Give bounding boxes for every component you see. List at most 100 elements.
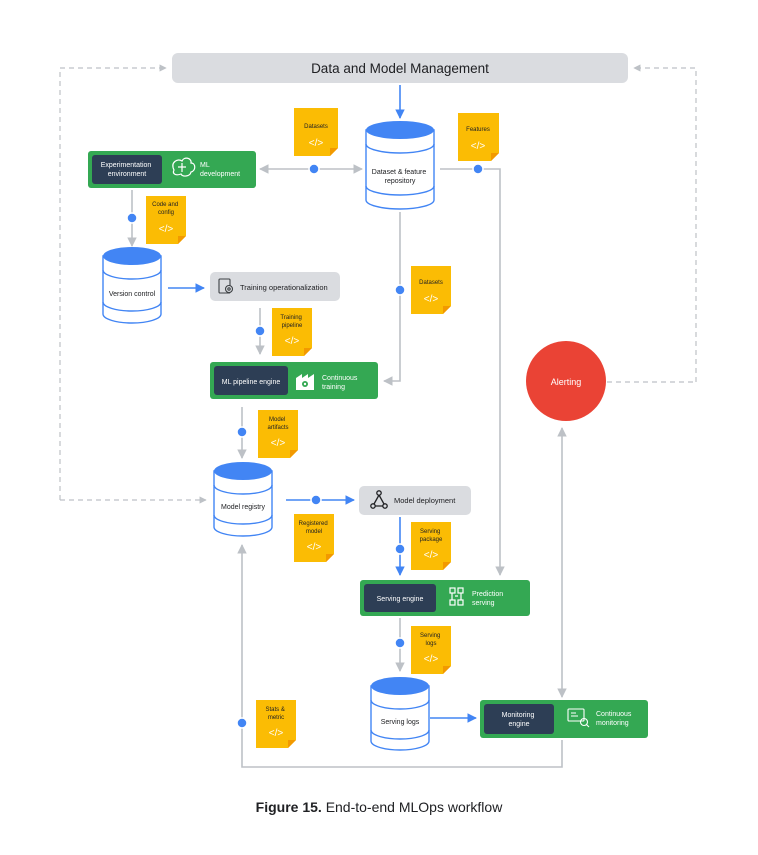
artifact-stats-metric-label-2: metric [268,715,284,721]
data-model-management-banner: Data and Model Management [172,53,628,83]
svg-text:Stats & metric: Stats & metric [265,707,286,721]
svg-text:Training pipeline: Training pipeline [280,315,303,329]
artifact-registered-model-label-2: model [306,529,322,535]
svg-text:Model artifacts: Model artifacts [267,417,288,431]
solid-connectors [127,164,567,768]
continuous-training-block: ML pipeline engine Continuous training [210,362,378,399]
code-icon: </> [159,224,174,235]
serving-logs-db: Serving logs [370,677,430,751]
artifact-datasets-top: Datasets </> [294,108,338,156]
gear-doc-icon [218,278,234,294]
serving-engine-label: Serving engine [377,596,424,603]
ml-pipeline-engine-label: ML pipeline engine [222,379,281,386]
model-registry-db: Model registry [213,462,273,537]
artifact-serving-logs: Serving logs </> [411,626,451,674]
artifact-serving-logs-label-1: Serving [420,633,440,639]
monitoring-engine-label-2: engine [508,721,529,728]
training-operationalization-block: Training operationalization [210,272,340,301]
serving-icon [449,587,464,606]
monitoring-engine-label-1: Monitoring [502,712,535,719]
svg-text:Dataset & feature reposi: Dataset & feature repository [372,169,428,185]
artifact-training-pipeline-label-2: pipeline [282,323,303,329]
continuous-training-label-1: Continuous [322,375,358,382]
artifact-code-config-label-2: config [158,210,174,216]
serving-logs-db-label: Serving logs [381,719,420,726]
figure-title: End-to-end MLOps workflow [325,799,503,815]
svg-text:Experimentation environm: Experimentation environment [101,162,154,178]
prediction-serving-label-2: serving [472,600,495,607]
deployment-icon [370,490,388,509]
connector-dot [236,717,248,729]
alerting-node: Alerting [526,341,606,421]
connector-dot [394,284,406,296]
continuous-monitoring-block: Monitoring engine Continuous monitoring [480,700,648,738]
artifact-serving-package-label-1: Serving [420,529,440,535]
artifact-serving-logs-label-2: logs [425,641,436,647]
alerting-label: Alerting [551,377,582,387]
artifact-training-pipeline: Training pipeline </> [272,308,312,356]
code-icon: </> [269,728,284,739]
ml-development-label-1: ML [200,162,210,169]
banner-title: Data and Model Management [311,61,489,76]
svg-text:ML development: ML development [200,162,240,178]
connector-dot [394,637,406,649]
artifact-training-pipeline-label-1: Training [280,315,301,321]
dataset-repo-label-2: repository [385,178,416,185]
connector-dot [308,163,320,175]
continuous-monitoring-label-1: Continuous [596,711,632,718]
code-icon: </> [309,138,324,149]
ml-development-label-2: development [200,171,240,178]
code-icon: </> [271,438,286,449]
connector-dot [236,426,248,438]
code-icon: </> [424,294,439,305]
artifact-model-artifacts-label-2: artifacts [267,425,288,431]
factory-icon [296,374,314,390]
artifact-stats-metric: Stats & metric </> [256,700,296,748]
code-icon: </> [285,336,300,347]
svg-text:Monitoring engine: Monitoring engine [502,712,537,728]
connector-dots [126,163,484,729]
continuous-training-label-2: training [322,384,345,391]
artifact-registered-model-label-1: Registered [299,521,328,527]
artifact-notes: Datasets </> Features </> Code and confi… [146,108,499,748]
artifact-code-config-label-1: Code and [152,202,178,208]
prediction-serving-label-1: Prediction [472,591,503,598]
artifact-datasets-top-label: Datasets [304,124,328,130]
figure-caption: Figure 15. End-to-end MLOps workflow [0,799,758,815]
connector-dot [254,325,266,337]
prediction-serving-block: Serving engine Prediction serving [360,580,530,616]
connector-dot [394,543,406,555]
model-deployment-label: Model deployment [394,496,456,505]
code-icon: </> [307,542,322,553]
connector-dot [126,212,138,224]
figure-number: Figure 15. [255,799,322,815]
code-icon: </> [424,654,439,665]
artifact-registered-model: Registered model </> [294,514,334,562]
code-icon: </> [471,141,486,152]
dataset-feature-repository: Dataset & feature repository [365,121,435,210]
ml-development-block: Experimentation environment ML developme… [88,151,256,188]
experimentation-env-label-2: environment [108,171,147,178]
code-icon: </> [424,550,439,561]
continuous-monitoring-label-2: monitoring [596,720,629,727]
artifact-stats-metric-label-1: Stats & [265,707,284,713]
svg-text:Continuous training: Continuous training [322,375,359,391]
version-control-db: Version control [102,247,162,324]
brain-icon [172,157,196,177]
connector-dot [472,163,484,175]
svg-text:Serving logs: Serving logs [420,633,442,647]
artifact-features-label: Features [466,127,490,133]
svg-text:Code and config: Code and config [152,202,180,216]
artifact-datasets-mid: Datasets </> [411,266,451,314]
svg-text:Registered model: Registered model [299,521,330,535]
mlops-diagram: Data and Model Management Dataset & feat… [59,53,697,768]
model-deployment-block: Model deployment [359,486,471,515]
experimentation-env-label-1: Experimentation [101,162,152,169]
artifact-serving-package: Serving package </> [411,522,451,570]
monitoring-icon [567,708,590,728]
artifact-datasets-mid-label: Datasets [419,280,443,286]
svg-text:Prediction serving: Prediction serving [472,591,505,607]
model-registry-label: Model registry [221,504,265,511]
connector-dot [310,494,322,506]
artifact-code-config: Code and config </> [146,196,186,244]
